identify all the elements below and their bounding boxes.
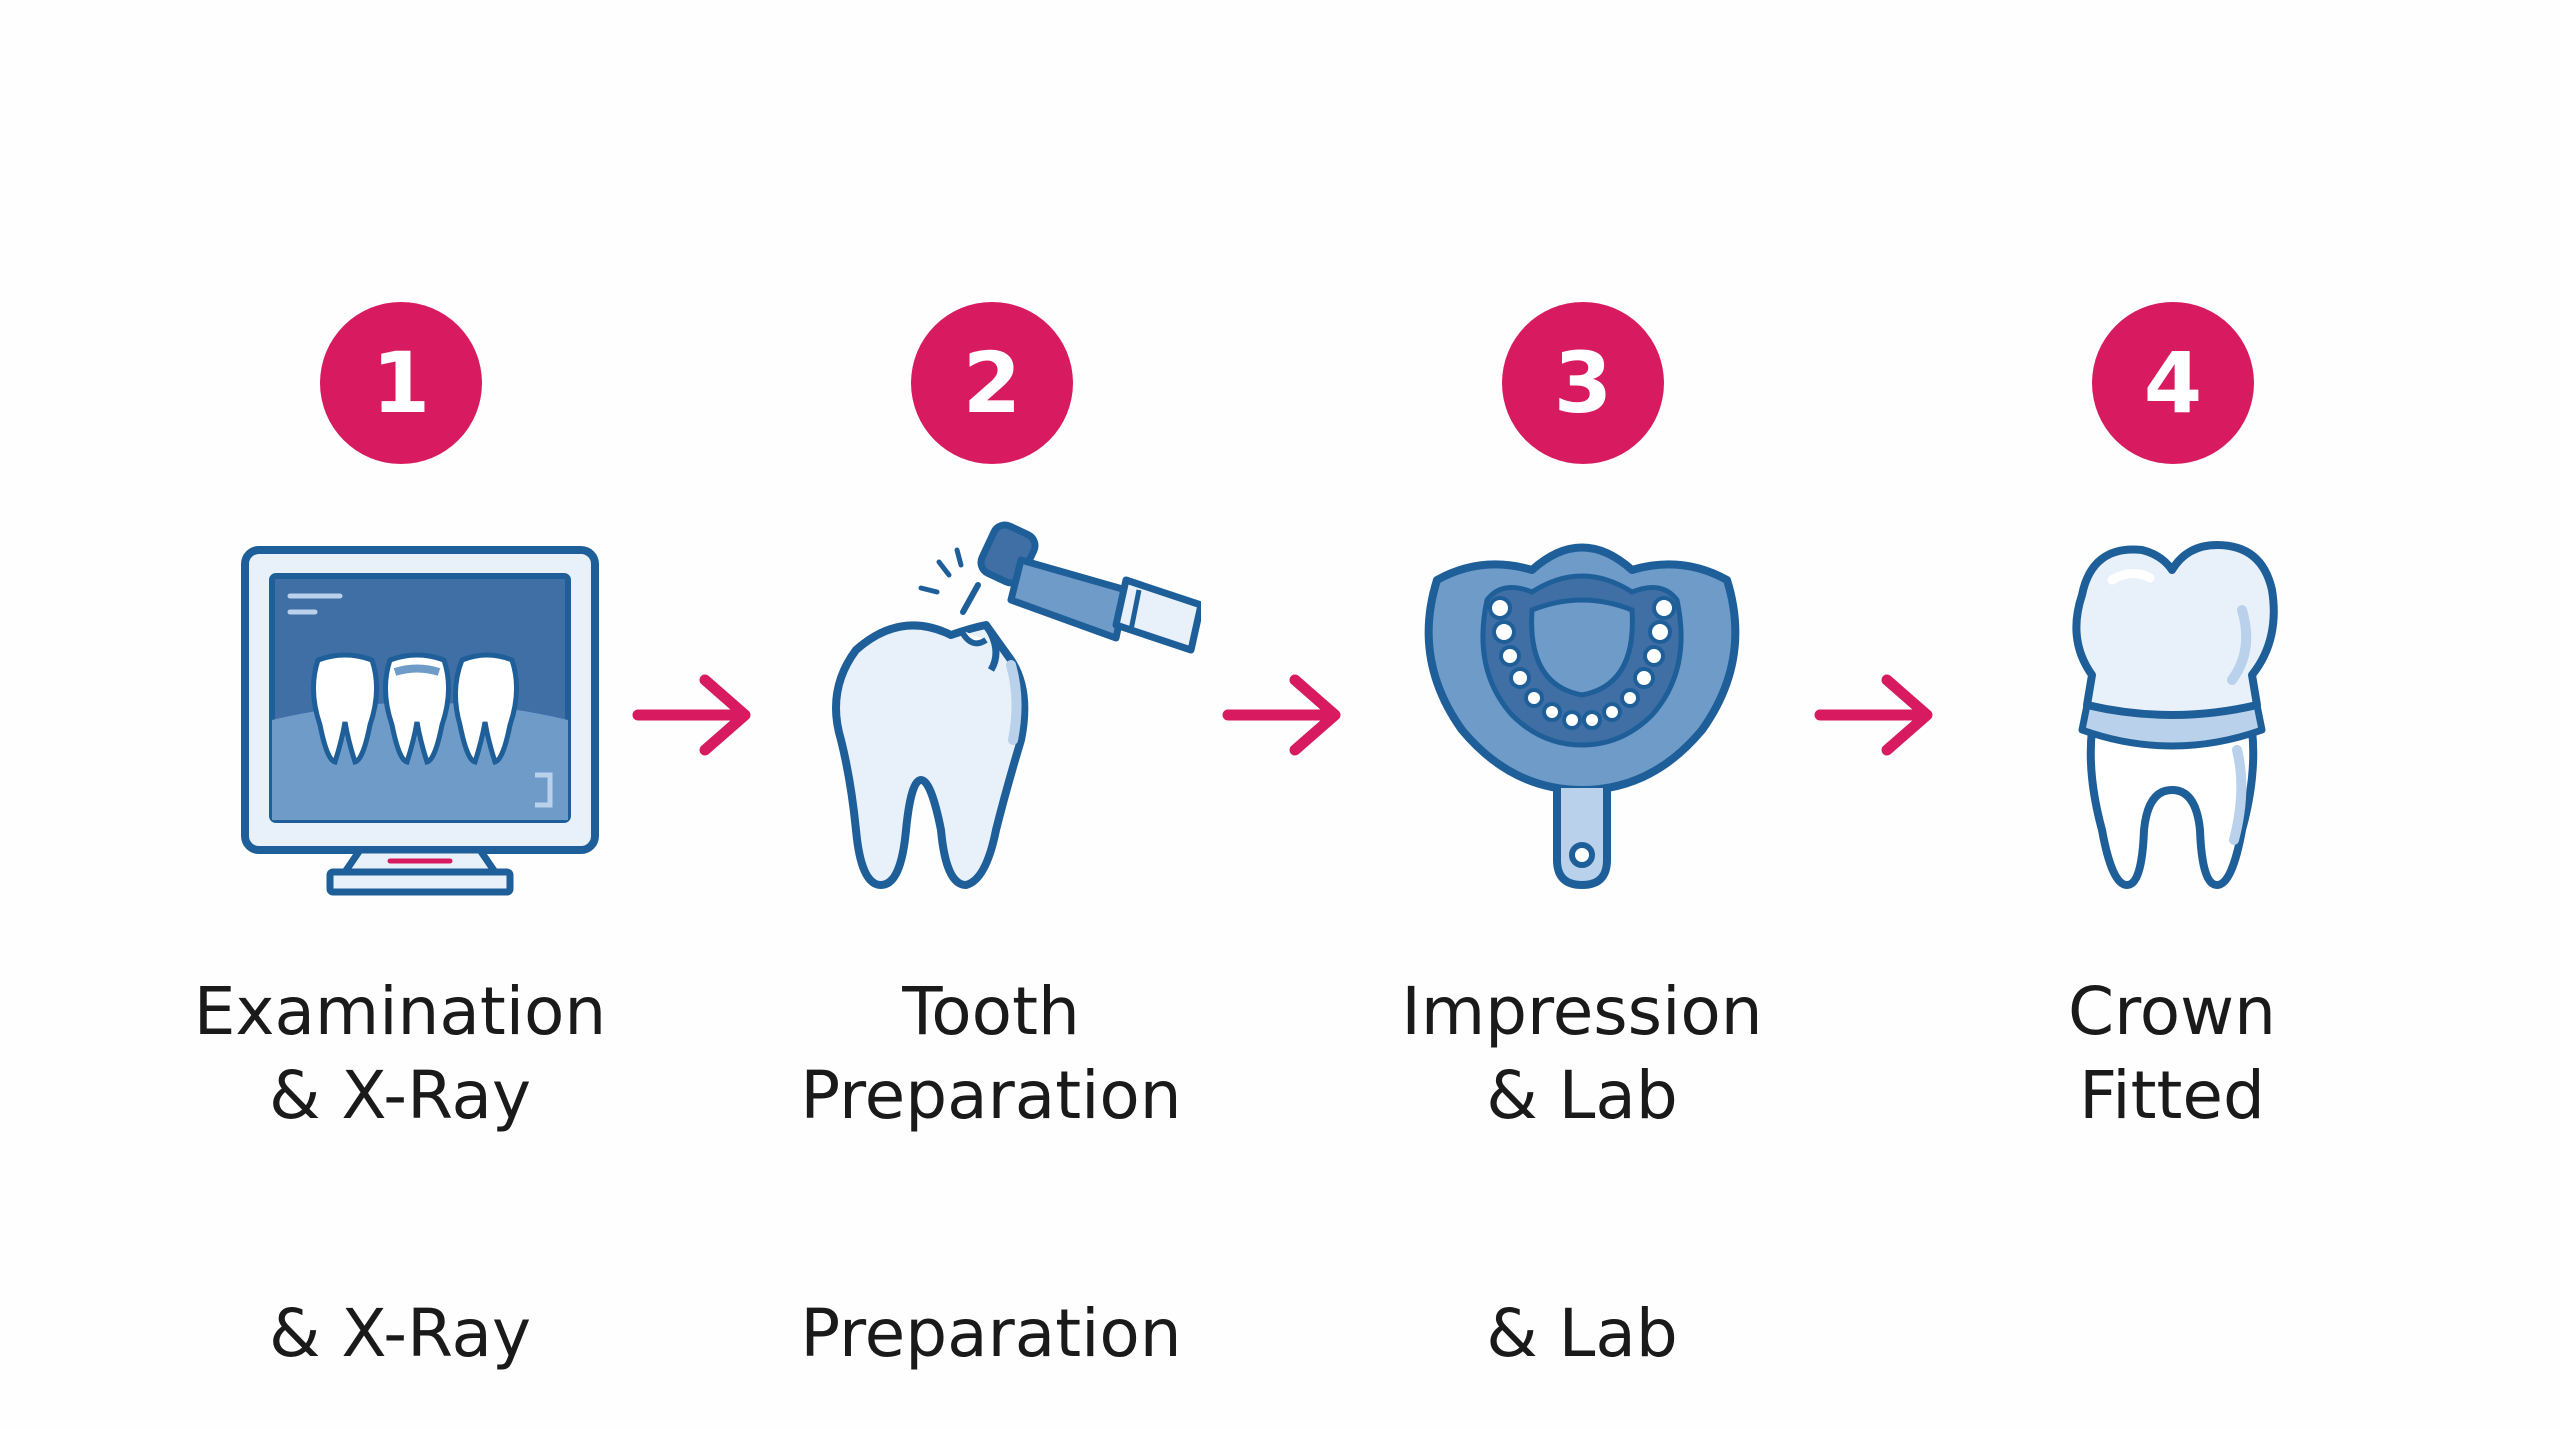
impression-tray-icon [1424,543,1740,889]
step-title-line1: Impression [1401,973,1763,1050]
step-title-line2: & Lab [1486,1057,1678,1134]
arrow-right-icon [1814,674,1933,756]
step-title-line1: Tooth [902,973,1080,1050]
step-title-line2: & X-Ray [268,1057,532,1134]
step-title-line1: Examination [193,973,607,1050]
step-title-line1: Crown [2068,973,2276,1050]
step-number-badge: 3 [1502,302,1664,464]
step-number-badge: 2 [911,302,1073,464]
tooth-drill-icon [832,521,1201,889]
step-number-badge: 4 [2092,302,2254,464]
step-title-echo: & Lab [1486,1295,1678,1372]
step-number-badge: 1 [320,302,482,464]
step-title-echo: Preparation [800,1295,1182,1372]
arrow-right-icon [632,674,751,756]
step-tooth-preparation: 2 Tooth Preparation Preparation [711,0,1271,1429]
step-title-line2: Preparation [800,1057,1182,1134]
step-title-line2: Fitted [2079,1057,2265,1134]
step-crown-fitted: 4 Crown Fitted [1892,0,2452,1429]
step-impression-lab: 3 Impression & Lab & Lab [1302,0,1862,1429]
step-examination: 1 Examination & X-Ray & X-Ray [120,0,680,1429]
xray-monitor-icon [241,546,599,896]
arrow-right-icon [1222,674,1341,756]
crown-tooth-icon [2072,541,2278,889]
step-title-echo: & X-Ray [268,1295,532,1372]
